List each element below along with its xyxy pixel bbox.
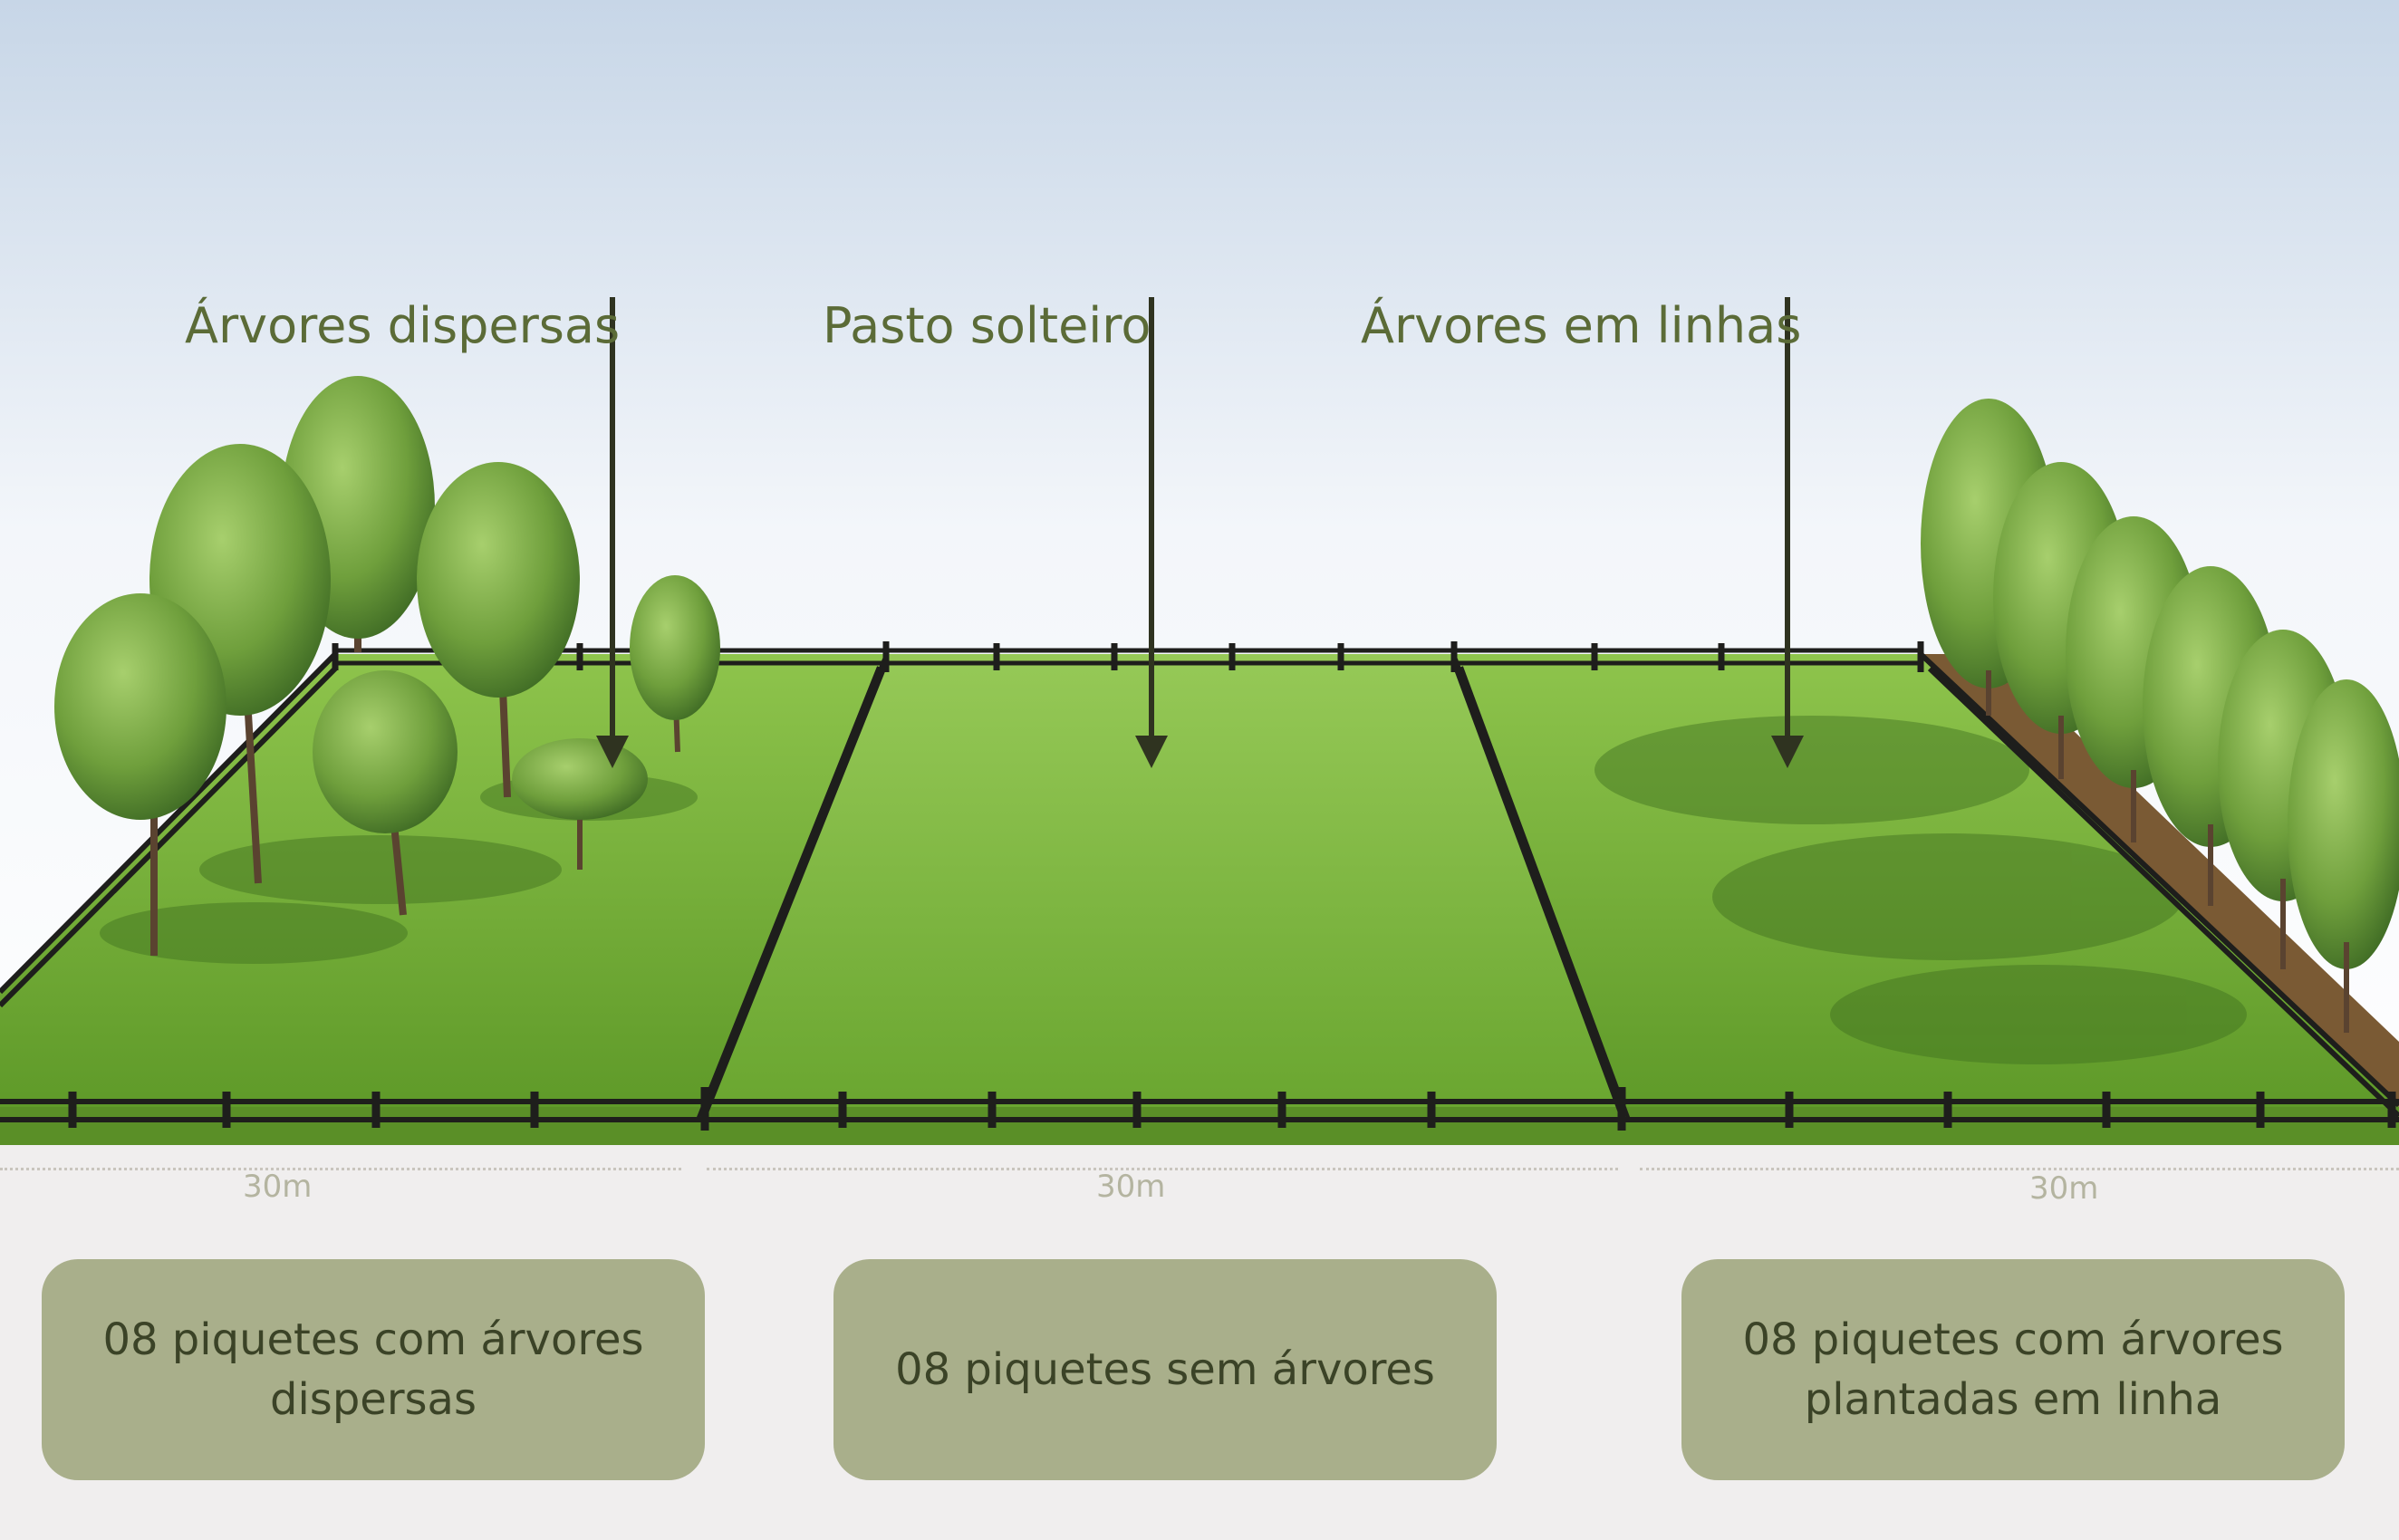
dimension-label-1: 30m [243,1169,313,1205]
card-no-trees: 08 piquetes sem árvores [833,1259,1497,1480]
front-fence [0,1087,2399,1131]
divider-fences [696,658,1631,1121]
page-ground [0,1143,2399,1178]
card-scattered-trees: 08 piquetes com árvores dispersas [42,1259,705,1480]
callout-scattered-trees: Árvores dispersas [185,297,621,354]
left-fence [0,651,338,1008]
field-front-edge [0,1107,2399,1145]
dimension-line-2 [707,1168,1618,1170]
card-no-trees-line1: 08 piquetes sem árvores [895,1344,1435,1395]
card-scattered-trees-text: 08 piquetes com árvores dispersas [102,1310,643,1429]
card-tree-lines-text: 08 piquetes com árvores plantadas em lin… [1742,1310,2283,1429]
pasture-illustration [0,0,2399,1178]
card-no-trees-text: 08 piquetes sem árvores [895,1340,1435,1400]
field-tree-lines [1454,654,2399,1107]
card-scattered-trees-line2: dispersas [270,1374,477,1425]
card-tree-lines-line1: 08 piquetes com árvores [1742,1314,2284,1365]
card-tree-lines-line2: plantadas em linha [1804,1374,2222,1425]
field-no-trees [705,654,1622,1107]
scattered-trees [54,376,720,956]
callout-no-trees: Pasto solteiro [823,297,1151,354]
dimension-label-3: 30m [2029,1170,2099,1207]
field-scattered-trees [0,654,886,1107]
dimension-line-3 [1640,1168,2399,1170]
dimension-label-2: 30m [1096,1169,1166,1205]
card-scattered-trees-line1: 08 piquetes com árvores [102,1314,644,1365]
dimension-line-1 [0,1168,681,1170]
tree-row [1921,399,2399,1033]
right-fence [1918,651,2399,1119]
callout-arrows [596,297,1804,768]
card-tree-lines: 08 piquetes com árvores plantadas em lin… [1681,1259,2345,1480]
callout-tree-lines: Árvores em linhas [1361,297,1802,354]
